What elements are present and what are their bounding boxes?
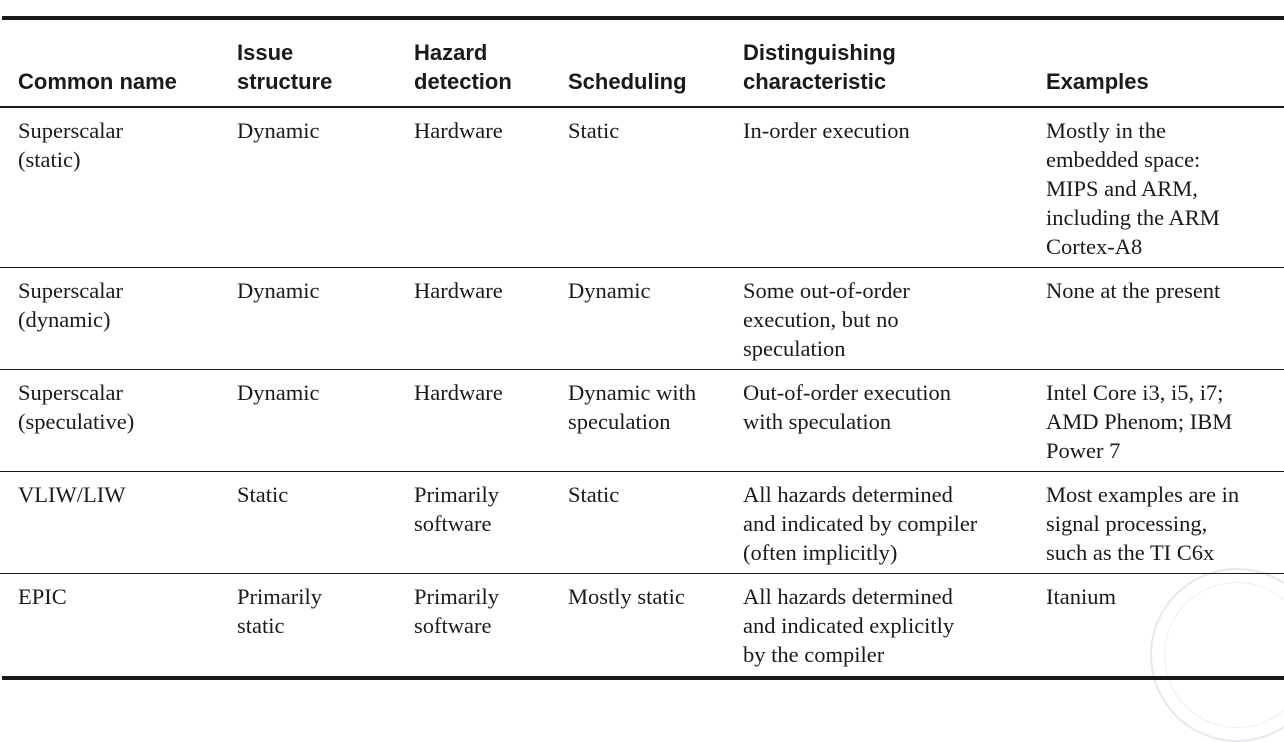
cell-common-name: VLIW/LIW xyxy=(18,482,126,507)
table-row: VLIW/LIW Static Primarily software Stati… xyxy=(0,472,1284,574)
cell-common-name: Superscalar (dynamic) xyxy=(18,278,123,332)
cell-common-name: Superscalar (speculative) xyxy=(18,380,135,434)
cell-distinguishing-characteristic: Out-of-order execution with speculation xyxy=(743,380,952,434)
cell-hazard-detection: Primarily software xyxy=(414,584,499,638)
header-hazard-detection: Hazard detection xyxy=(414,40,512,94)
cell-distinguishing-characteristic: In-order execution xyxy=(743,118,910,143)
cell-hazard-detection: Hardware xyxy=(414,118,503,143)
cell-scheduling: Static xyxy=(568,118,620,143)
cell-examples: Mostly in the embedded space: MIPS and A… xyxy=(1046,118,1220,259)
bottom-rule xyxy=(2,676,1284,680)
header-scheduling: Scheduling xyxy=(568,69,687,94)
header-issue-structure: Issue structure xyxy=(237,40,333,94)
comparison-table-container: Common name Issue structure Hazard detec… xyxy=(0,16,1284,680)
cell-issue-structure: Primarily static xyxy=(237,584,322,638)
header-row: Common name Issue structure Hazard detec… xyxy=(0,20,1284,107)
header-examples: Examples xyxy=(1046,69,1149,94)
cell-hazard-detection: Hardware xyxy=(414,278,503,303)
cell-scheduling: Mostly static xyxy=(568,584,685,609)
table-row: EPIC Primarily static Primarily software… xyxy=(0,574,1284,676)
cell-scheduling: Dynamic xyxy=(568,278,651,303)
cell-distinguishing-characteristic: All hazards determined and indicated by … xyxy=(743,482,978,565)
header-common-name: Common name xyxy=(18,69,177,94)
cell-scheduling: Static xyxy=(568,482,620,507)
cell-issue-structure: Static xyxy=(237,482,289,507)
comparison-table: Common name Issue structure Hazard detec… xyxy=(0,20,1284,675)
cell-examples: Itanium xyxy=(1046,584,1116,609)
cell-common-name: Superscalar (static) xyxy=(18,118,123,172)
cell-issue-structure: Dynamic xyxy=(237,380,320,405)
cell-common-name: EPIC xyxy=(18,584,67,609)
table-row: Superscalar (static) Dynamic Hardware St… xyxy=(0,107,1284,268)
header-distinguishing-characteristic: Distinguishing characteristic xyxy=(743,40,896,94)
cell-examples: Most examples are in signal processing, … xyxy=(1046,482,1240,565)
cell-examples: None at the present xyxy=(1046,278,1221,303)
cell-issue-structure: Dynamic xyxy=(237,118,320,143)
cell-examples: Intel Core i3, i5, i7; AMD Phenom; IBM P… xyxy=(1046,380,1233,463)
table-row: Superscalar (dynamic) Dynamic Hardware D… xyxy=(0,268,1284,370)
cell-distinguishing-characteristic: All hazards determined and indicated exp… xyxy=(743,584,955,667)
cell-hazard-detection: Primarily software xyxy=(414,482,499,536)
cell-scheduling: Dynamic with speculation xyxy=(568,380,697,434)
cell-distinguishing-characteristic: Some out-of-order execution, but no spec… xyxy=(743,278,910,361)
cell-issue-structure: Dynamic xyxy=(237,278,320,303)
cell-hazard-detection: Hardware xyxy=(414,380,503,405)
table-row: Superscalar (speculative) Dynamic Hardwa… xyxy=(0,370,1284,472)
top-rule xyxy=(2,16,1284,20)
